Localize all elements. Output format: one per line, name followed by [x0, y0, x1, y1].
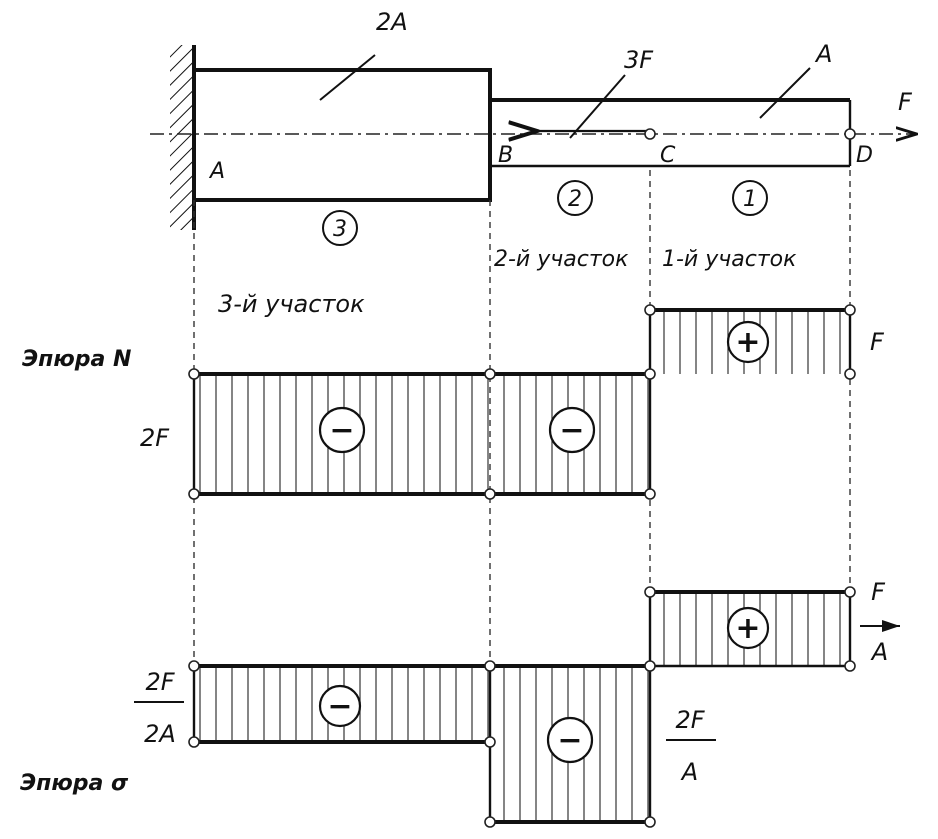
bar-section-large [192, 68, 492, 202]
N-nodes [188, 304, 856, 500]
leader-2A [319, 54, 376, 101]
N-value-F: F [870, 328, 885, 356]
svg-text:−: − [327, 689, 352, 724]
sigma-region-section2 [488, 664, 652, 824]
sigma-sign-section3: − [318, 684, 362, 728]
point-B-label: B [498, 143, 513, 168]
svg-text:−: − [559, 413, 584, 448]
N-sign-section2: − [548, 406, 596, 454]
point-D-node [844, 128, 856, 140]
leader-3F [569, 74, 626, 139]
svg-text:+: + [735, 611, 760, 646]
point-C-label: C [660, 143, 676, 168]
sigma-sign-section2: − [546, 716, 594, 764]
point-D-label: D [856, 143, 873, 168]
svg-text:1: 1 [743, 187, 757, 212]
leader-A [759, 67, 811, 119]
diagram-sigma-caption: Эпюра σ [20, 771, 129, 796]
force-3F-label: 3F [624, 46, 654, 74]
point-A-label: A [208, 159, 225, 184]
N-region-section3 [192, 372, 490, 496]
svg-text:+: + [735, 325, 760, 360]
sigma-value-mid: 2F A [666, 706, 716, 786]
sigma-value-left: 2F 2A [134, 668, 184, 748]
sigma-nodes [188, 586, 856, 828]
svg-text:A: A [870, 638, 888, 666]
sigma-sign-section1: + [726, 606, 770, 650]
svg-text:−: − [329, 413, 354, 448]
fixed-wall [170, 45, 196, 230]
segment-3-marker: 3 [322, 210, 358, 246]
segment-2-marker: 2 [557, 180, 593, 216]
area-A-label: A [814, 40, 832, 68]
svg-text:−: − [557, 723, 582, 758]
svg-text:2A: 2A [144, 720, 176, 748]
svg-text:2: 2 [568, 187, 582, 212]
N-sign-section3: − [318, 406, 366, 454]
sigma-value-right: F A [860, 578, 900, 666]
point-C-node [644, 128, 656, 140]
diagram-N-caption: Эпюра N [22, 347, 131, 372]
section-1-label: 1-й участок [662, 247, 797, 272]
section-3-label: 3-й участок [218, 290, 365, 318]
N-value-2F: 2F [140, 424, 170, 452]
segment-1-marker: 1 [732, 180, 768, 216]
N-sign-section1: + [726, 320, 770, 364]
svg-text:3: 3 [333, 217, 347, 242]
svg-text:F: F [871, 578, 886, 606]
section-2-label: 2-й участок [494, 247, 629, 272]
svg-text:2F: 2F [675, 706, 705, 734]
svg-text:A: A [680, 758, 698, 786]
svg-text:2F: 2F [145, 668, 175, 696]
force-F-label: F [898, 88, 913, 116]
area-2A-label: 2A [376, 8, 408, 36]
